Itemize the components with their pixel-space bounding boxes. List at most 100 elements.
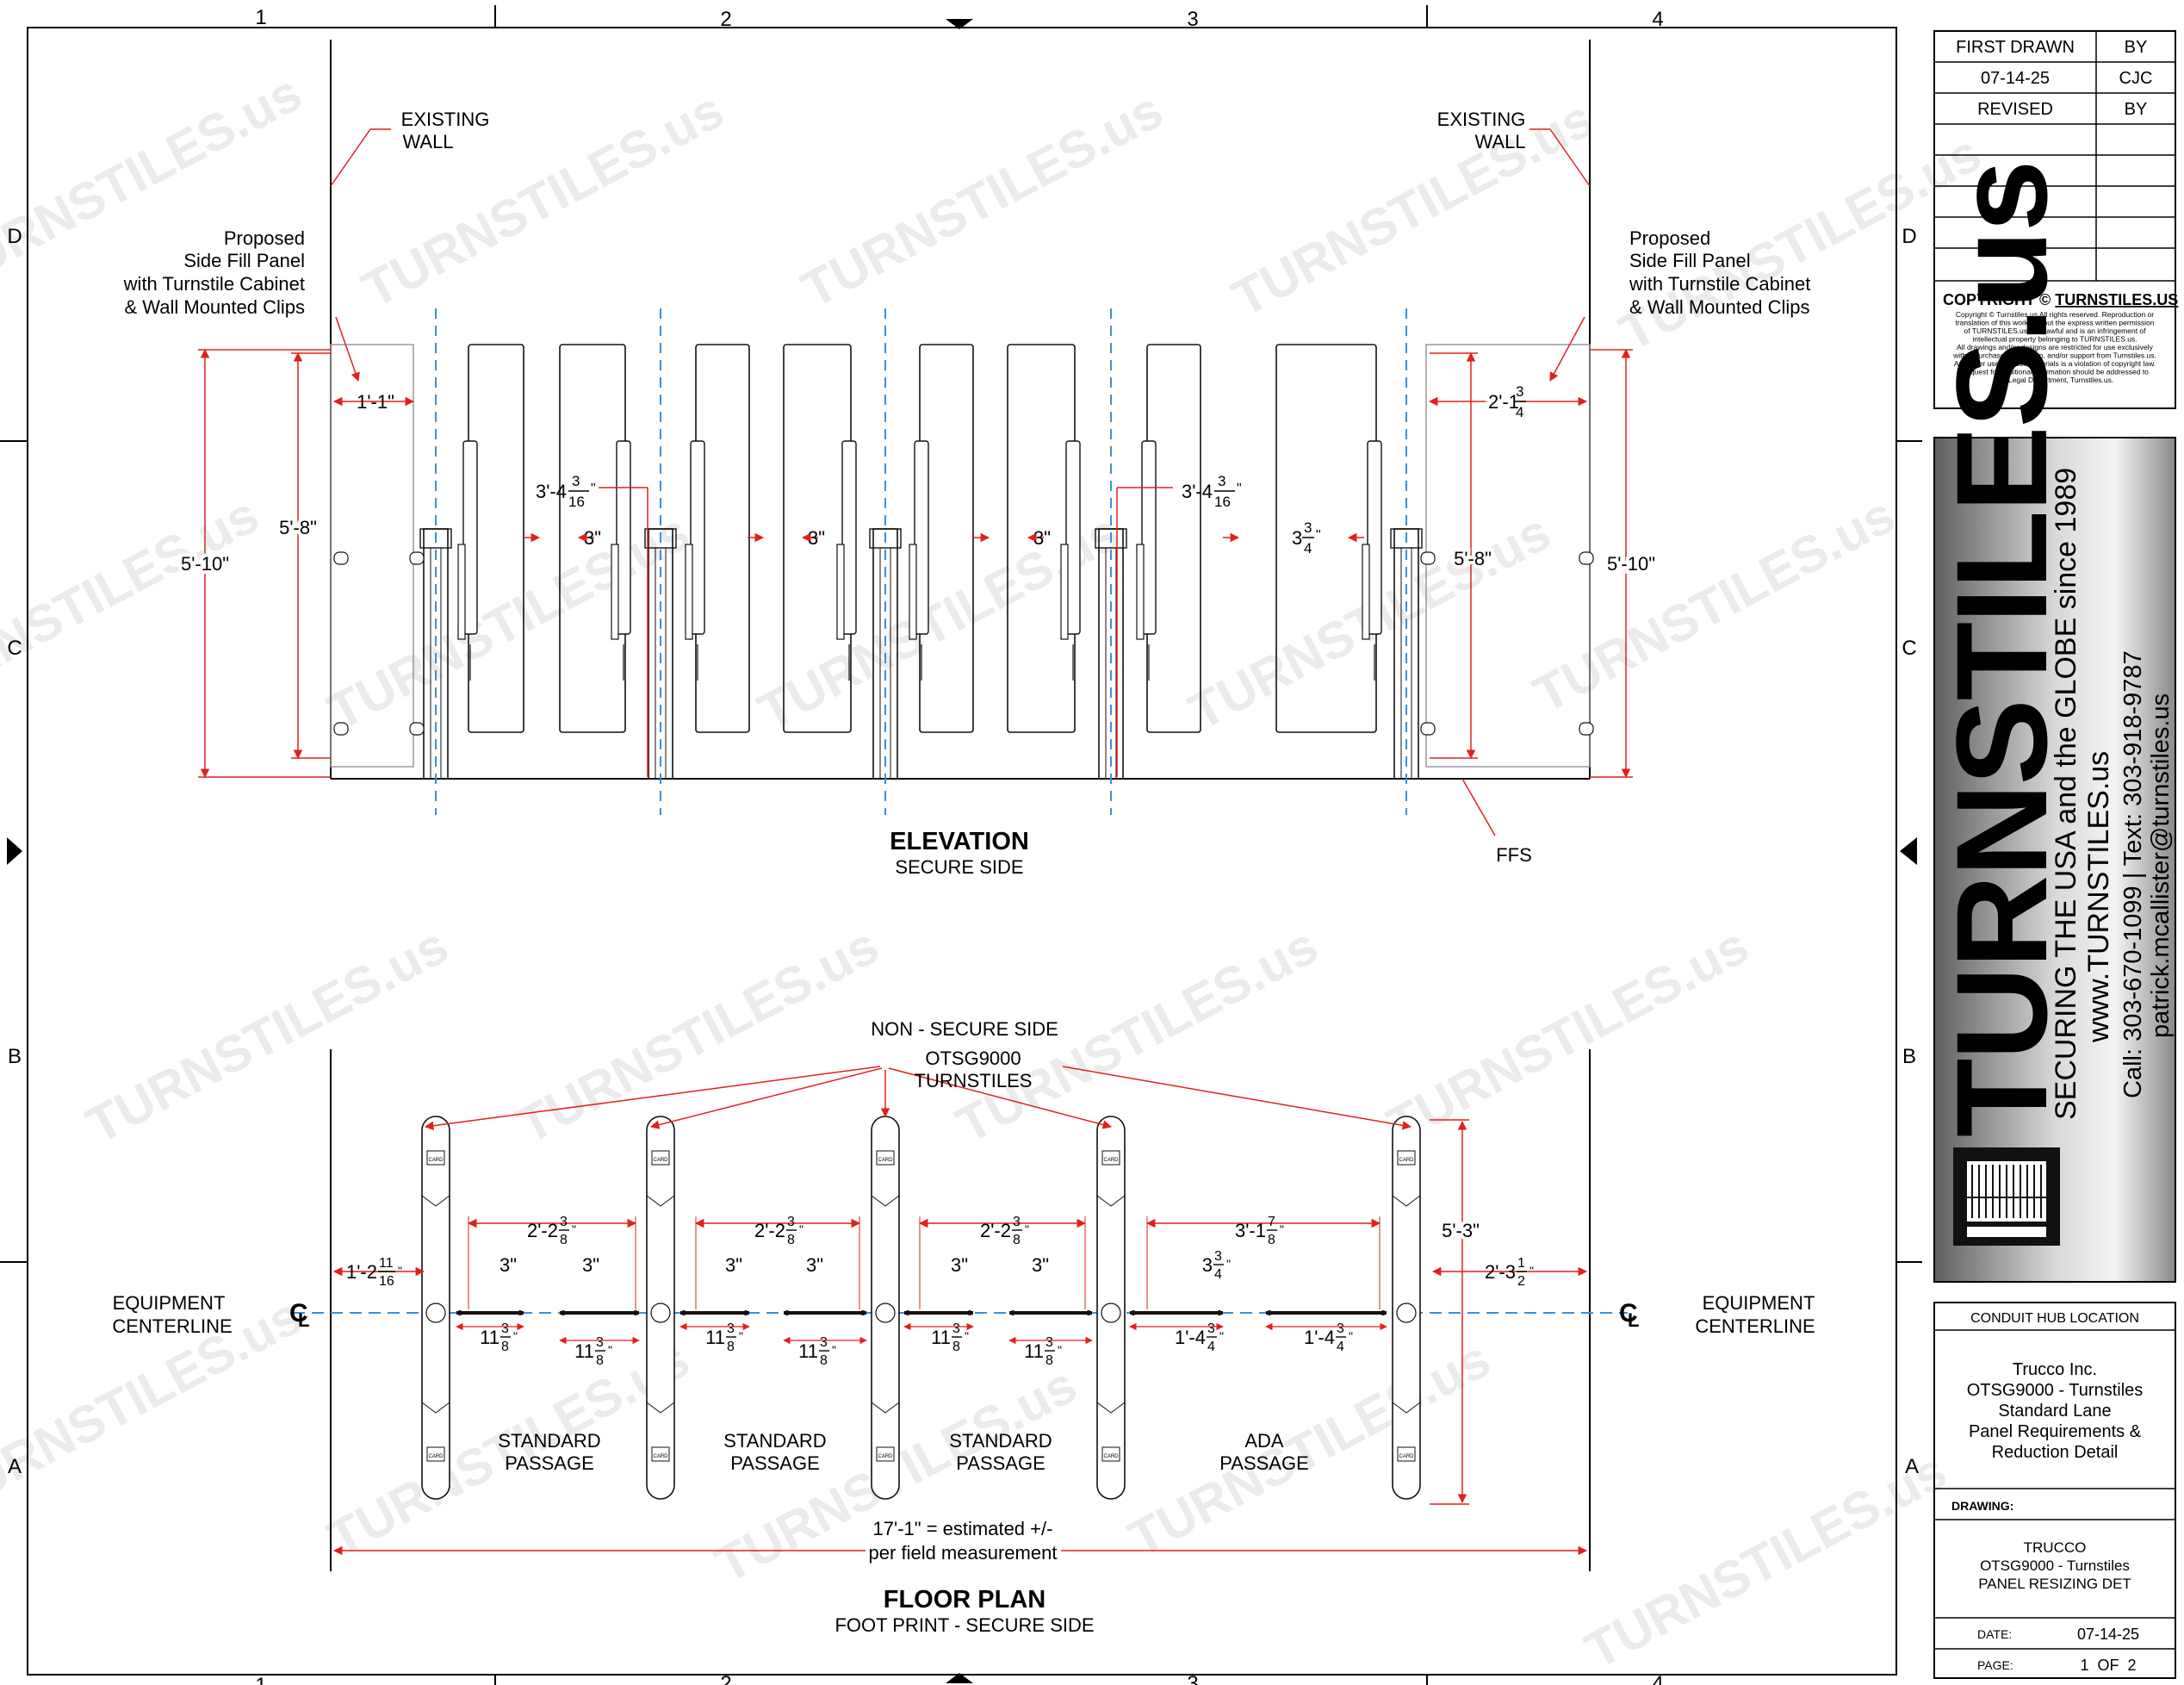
elevation-subtitle: SECURE SIDE (895, 856, 1023, 878)
card-reader-icon (1101, 1446, 1120, 1462)
dim-passage-3-width-den: 8 (1013, 1233, 1021, 1247)
first-drawn-label: FIRST DRAWN (1956, 38, 2075, 57)
leaf-hinge-post (1367, 440, 1382, 635)
svg-text:": " (1025, 1222, 1029, 1236)
dim-leaf-11-3-8-num: 3 (501, 1321, 509, 1336)
dim-height-5-8-left: 5'-8" (279, 517, 317, 538)
watermark-text: TURNSTILES.us (319, 503, 698, 742)
dim-height-5-8-right: 5'-8" (1454, 548, 1492, 569)
svg-text:L: L (1628, 1309, 1639, 1331)
copyright-line: of TURNSTILES.us is unlawful and is an i… (1964, 326, 2146, 335)
svg-text:": " (832, 1343, 836, 1357)
dim-plan-right-den: 2 (1517, 1274, 1525, 1289)
grid-arrows (7, 19, 1917, 1683)
dim-leaf-11-3-8-den: 8 (501, 1340, 509, 1354)
col-label-1-bottom: 1 (255, 1674, 266, 1685)
drawing-frame (27, 27, 1897, 1676)
dim-leaf-11-3-8: 11 (480, 1327, 499, 1348)
equipment-centerline-right-2: CENTERLINE (1695, 1315, 1815, 1337)
project-line: Panel Requirements & (1969, 1422, 2142, 1441)
svg-text:": " (1280, 1222, 1284, 1236)
overall-dimension-line1: 17'-1" = estimated +/- (873, 1518, 1053, 1539)
copyright-line: Copyright © Turnstiles.us All rights res… (1956, 310, 2154, 319)
dim-passage-2-width-den: 8 (787, 1233, 795, 1247)
wall-clip (333, 551, 349, 565)
proposed-right-line2: Side Fill Panel (1629, 250, 1751, 271)
dim-leaf-11-3-8: 11 (705, 1327, 725, 1348)
non-secure-label: NON - SECURE SIDE (871, 1018, 1058, 1040)
wall-clip (1579, 722, 1594, 736)
dim-plan-right: 2'-3 (1485, 1261, 1516, 1283)
row-label-a-right: A (1905, 1455, 1919, 1478)
dim-gap-left-main: 3'-4 (536, 481, 567, 502)
dim-plan-left-den: 16 (379, 1274, 394, 1289)
svg-text:CARD: CARD (1399, 1158, 1414, 1163)
watermark-text: TURNSTILES.us (0, 486, 268, 724)
wall-clip (1420, 722, 1436, 736)
watermark-text: TURNSTILES.us (1524, 486, 1904, 724)
copyright-line: Any other use of these materials is a vi… (1954, 359, 2156, 368)
grid-ticks (0, 5, 1922, 1685)
date-value: 07-14-25 (2077, 1626, 2139, 1643)
dim-gap-right-den: 16 (1214, 494, 1231, 510)
dim-plan-height: 5'-3" (1442, 1220, 1480, 1241)
project-line: Trucco Inc. (2013, 1360, 2097, 1379)
passage-4-line2: PASSAGE (1219, 1452, 1309, 1474)
dim-gap-left-den: 16 (568, 494, 585, 510)
logo-phone: Call: 303-670-1099 | Text: 303-918-9787 (2119, 650, 2147, 1098)
proposed-left-line2: Side Fill Panel (183, 250, 305, 271)
watermark-text: TURNSTILES.us (508, 917, 888, 1155)
svg-text:": " (1237, 482, 1242, 496)
col-label-4-top: 4 (1652, 8, 1663, 31)
logo-tagline: SECURING THE USA and the GLOBE since 198… (2050, 468, 2082, 1120)
dim-ada-leaf-right-num: 3 (1337, 1321, 1344, 1336)
dim-passage-1-width: 2'-2 (527, 1220, 558, 1241)
svg-text:CARD: CARD (653, 1454, 668, 1459)
svg-text:": " (608, 1343, 612, 1357)
logo-panel (1933, 437, 2176, 1283)
row-label-c-left: C (7, 637, 22, 660)
copyright-notice: Copyright © Turnstiles.us All rights res… (1952, 310, 2156, 384)
equipment-centerline-left-2: CENTERLINE (112, 1315, 232, 1337)
page-value: 1 OF 2 (2080, 1657, 2136, 1674)
watermark-text: TURNSTILES.us (792, 81, 1172, 320)
dim-3in-plan: 3" (582, 1254, 599, 1276)
wall-clip (333, 722, 349, 736)
svg-text:L: L (298, 1309, 309, 1331)
col-label-3-top: 3 (1187, 8, 1198, 31)
dim-passage-4-width-num: 7 (1268, 1215, 1275, 1229)
revised-label: REVISED (1977, 100, 2053, 119)
svg-text:CARD: CARD (1103, 1454, 1119, 1459)
passage-4-line1: ADA (1244, 1430, 1284, 1452)
copyright-line: translation of this work without the exp… (1955, 319, 2154, 327)
dim-gap-right-num: 3 (1218, 473, 1225, 489)
col-label-3-bottom: 3 (1187, 1672, 1198, 1685)
dim-plan-left-num: 11 (379, 1256, 394, 1271)
project-line: OTSG9000 - Turnstiles (1967, 1381, 2144, 1400)
existing-wall-right-line2: WALL (1474, 131, 1525, 152)
logo-website: www.TURNSTILES.us (2082, 751, 2115, 1043)
dim-leaf-11-3-8-den: 8 (596, 1353, 604, 1368)
svg-text:": " (1219, 1329, 1224, 1343)
dim-passage-3-width-num: 3 (1013, 1215, 1021, 1229)
row-label-b-left: B (8, 1045, 22, 1068)
turnstiles-label-line1: OTSG9000 (925, 1048, 1021, 1069)
watermark-text: TURNSTILES.us (1378, 917, 1758, 1155)
svg-text:CARD: CARD (653, 1158, 668, 1163)
dim-ada-leaf-left: 1'-4 (1175, 1327, 1206, 1348)
watermark-text: TURNSTILES.us (78, 917, 457, 1155)
dim-ada-gap-den: 4 (1304, 540, 1312, 556)
watermark-text: TURNSTILES.us (1223, 90, 1603, 328)
leaf-hinge-post (1065, 440, 1081, 635)
proposed-right-line4: & Wall Mounted Clips (1629, 296, 1809, 318)
centerline-symbol-left: C (289, 1299, 308, 1327)
dim-leaf-11-3-8-den: 8 (952, 1340, 960, 1354)
row-label-d-left: D (7, 225, 22, 248)
card-reader-icon (651, 1446, 670, 1462)
dim-3in-b: 3" (808, 527, 825, 549)
proposed-right-line3: with Turnstile Cabinet (1629, 273, 1810, 295)
dim-height-5-10-left: 5'-10" (181, 553, 229, 575)
dim-height-5-10-right: 5'-10" (1607, 553, 1655, 575)
existing-wall-left-line2: WALL (402, 131, 453, 152)
passage-2-line2: PASSAGE (730, 1452, 820, 1474)
